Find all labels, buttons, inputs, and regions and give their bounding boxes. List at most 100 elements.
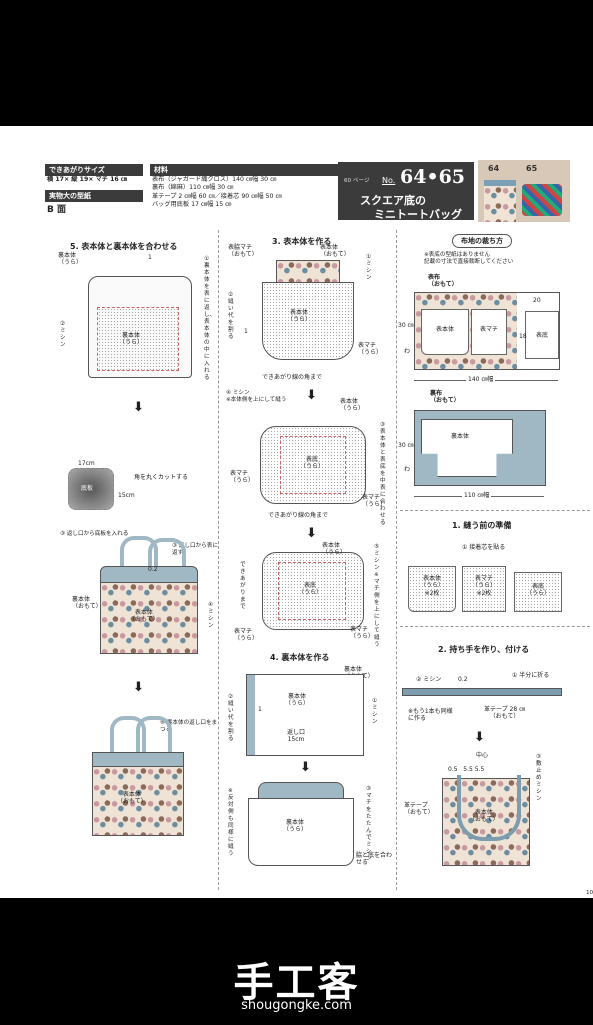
material-line: 革テープ 2 ㎝幅 60 ㎝／接着芯 90 ㎝幅 50 ㎝ (152, 192, 282, 200)
step1-title: 1. 縫う前の準備 (452, 521, 512, 530)
column-divider (396, 230, 397, 890)
material-line: バッグ用底板 17 ㎝幅 15 ㎝ (152, 201, 232, 209)
pattern-label: 実物大の型紙 (45, 190, 143, 202)
layout1-wa: わ (404, 348, 411, 355)
step3-diagram3: 表底 （うら） (262, 552, 364, 630)
step5-note2: ② ミシン (60, 321, 66, 348)
interfacing-body: 表本体 （うら） ※2枚 (408, 566, 456, 612)
cut-piece-gusset: 表マチ (471, 309, 507, 355)
step2-note-stop: ③ 敷止めミシン (536, 754, 542, 802)
lining-piece-label: 裏本体 (451, 433, 470, 440)
step4-title: 4. 裏本体を作る (270, 653, 330, 662)
step3-diagram2: 表底 （うら） (260, 426, 366, 504)
layout2-height: 30 ㎝ (398, 442, 414, 449)
step2-center: 中心 (476, 752, 489, 759)
page-number: 10 (586, 890, 593, 896)
materials-list: 表布（ジャガード織クロス）140 ㎝幅 30 ㎝ 裏布（綿麻）110 ㎝幅 30… (152, 176, 342, 210)
step4-diagram1: 裏本体 （うら） 返し口 15cm (246, 674, 364, 756)
step5-title: 5. 表本体と裏本体を合わせる (70, 242, 178, 251)
product-photo: 64 65 (478, 160, 570, 222)
layout1-height: 30 ㎝ (398, 322, 414, 329)
step4-note-nui: ② 縫い代を割る (228, 694, 234, 742)
bottom-label: 表底 （うら） (298, 582, 323, 597)
layout1-fabric-label: 表布 （おもて） (428, 274, 458, 289)
step3-note4: ④ ミシン ※本体側を上にして縫う (226, 390, 287, 403)
handle (120, 536, 158, 580)
step3-d2-bottom-note: できあがり線の角まで (268, 512, 329, 519)
step4-note-bottom: 脇と底を合わせる (356, 852, 393, 867)
step2-dims: 0.5 5.5 5.5 (448, 766, 485, 773)
down-arrow-icon: ⬇ (474, 730, 485, 745)
layout1-fabric: 表本体 表マチ 表底 20 18 (414, 292, 560, 370)
step3-bottom-note: できあがり線の角まで (262, 374, 323, 381)
step3-note-mishin: ① ミシン (366, 254, 372, 281)
down-arrow-icon: ⬇ (306, 388, 317, 403)
step4-diagram2: 裏本体 （うら） (248, 782, 354, 866)
step5-note4: ④ ミシン (208, 602, 214, 629)
down-arrow-icon: ⬇ (306, 526, 317, 541)
step3-note5: ⑤ ミシン ※マチ側を上にして縫う (374, 544, 380, 648)
step5-note3-left: ③ 返し口から底板を入れる (60, 531, 129, 537)
step3-d3-note-left: できあがりまで (240, 562, 246, 610)
outer-body-label: 表本体 （おもて） (117, 791, 147, 806)
lining-label: 裏本体 （おもて） (72, 596, 102, 611)
step5-note1: ① 裏本体を表に返し、表本体の中に入れる (204, 256, 216, 381)
bottom-board: 底板 (68, 468, 114, 510)
pattern-page: できあがりサイズ 横 17× 縦 19× マチ 16 ㎝ 実物大の型紙 B 面 … (0, 126, 593, 898)
bag-diagram-3: 表本体 （おもて） (100, 536, 198, 656)
layout2-width: 110 ㎝幅 (462, 492, 492, 500)
callout-1: 1 (258, 706, 262, 713)
seam-line (278, 562, 346, 620)
lining-body-label: 裏本体 （うら） (283, 819, 308, 834)
number-prefix: No. (382, 176, 396, 185)
leather-tape (402, 688, 562, 696)
step2-title: 2. 持ち手を作り、付ける (438, 645, 530, 654)
layout2-wa: わ (404, 466, 411, 473)
pattern-value: B 面 (47, 205, 66, 215)
step3-machi-ura: 表マチ （うら） (358, 342, 383, 357)
outer-body-label: 表本体 （おもて） (129, 609, 159, 624)
material-line: 表布（ジャガード織クロス）140 ㎝幅 30 ㎝ (152, 176, 277, 183)
interfacing-gusset: 表マチ （うら） ※2枚 (462, 566, 506, 612)
bottom-panel (262, 552, 364, 630)
step1-note: ① 接着芯を貼る (462, 544, 506, 551)
step3-note3: ③ 表本体と表底を中表に合わせる (380, 422, 386, 526)
finished-size-label: できあがりサイズ (45, 164, 143, 176)
bag-with-handle: 表本体 （おもて） (442, 775, 530, 866)
bag-diagram-4: 表本体 （おもて） (92, 716, 184, 836)
down-arrow-icon: ⬇ (133, 400, 144, 415)
section-divider (400, 510, 590, 511)
step4-note-mishin: ① ミシン (372, 698, 378, 725)
board-note: 角を丸くカットする (134, 474, 189, 481)
pattern-number: 64•65 (400, 166, 466, 188)
handle (110, 716, 146, 764)
watermark-logo: 手工客 (233, 959, 360, 1006)
title-box: 60 ページ No. 64•65 スクエア底の ミニトートバッグ (338, 162, 474, 221)
step3-machi-label: 表脇マチ （おもて） (228, 244, 258, 259)
callout-1: 1 (148, 254, 152, 261)
inner-body (97, 307, 179, 371)
step3-d2-machi-l: 表マチ （うら） (230, 470, 255, 485)
cut-piece-bottom: 表底 (525, 311, 559, 359)
interfacing-bottom: 表底 （うら） (514, 572, 562, 612)
step2-note-other: ※もう1本も同様に作る (408, 708, 453, 723)
callout-1: 1 (244, 328, 248, 335)
inner-body-label: 裏本体 （うら） (119, 332, 144, 347)
bag-label: 表本体 （おもて） (469, 809, 499, 824)
board-height: 15cm (118, 492, 135, 499)
handle-attached (457, 775, 521, 841)
bottom-label: 表底 （うら） (300, 456, 325, 471)
step3-title: 3. 表本体を作る (272, 237, 332, 246)
watermark-url: shougongke.com (241, 998, 352, 1013)
step5-note6: ⑥ 裏本体の返し口をまつる (160, 720, 218, 733)
title-line2: ミニトートバッグ (374, 208, 462, 221)
ura-label: 裏本体 （うら） (58, 252, 83, 267)
down-arrow-icon: ⬇ (133, 680, 144, 695)
step2-note-mishin: ② ミシン (416, 676, 442, 683)
step2-note-fold: ① 半分に折る (512, 672, 550, 679)
bag-photo-64 (484, 180, 516, 222)
bottom-panel (260, 426, 366, 504)
layout2-fabric: 裏本体 (414, 410, 546, 486)
step3-d3-machi-l: 表マチ （うら） (234, 628, 259, 643)
step2-tape-label: 革テープ 28 ㎝ （おもて） (484, 706, 526, 721)
